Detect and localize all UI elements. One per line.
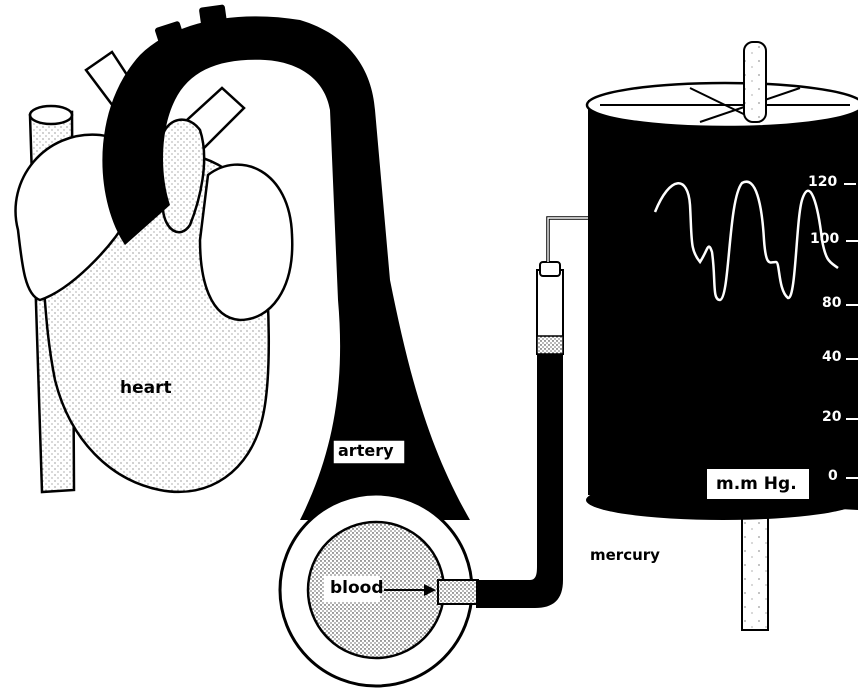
mercury-label: mercury — [590, 546, 660, 564]
scale-label-100: 100 — [810, 231, 839, 247]
unit-label: m.m Hg. — [716, 474, 797, 494]
blood-label: blood — [330, 578, 384, 598]
scale-label-0: 0 — [828, 468, 838, 484]
scale-label-40: 40 — [822, 349, 841, 365]
heart-label: heart — [120, 378, 172, 398]
mercury-column — [476, 354, 563, 608]
scale-label-20: 20 — [822, 409, 841, 425]
scale-label-80: 80 — [822, 295, 841, 311]
artery-label: artery — [338, 441, 394, 460]
kymograph-drum — [586, 42, 858, 630]
drum-body — [588, 100, 858, 510]
blood-outlet — [438, 580, 478, 604]
atrium-right — [200, 165, 292, 320]
scale-label-120: 120 — [808, 174, 837, 190]
drum-spindle-top — [744, 42, 766, 122]
